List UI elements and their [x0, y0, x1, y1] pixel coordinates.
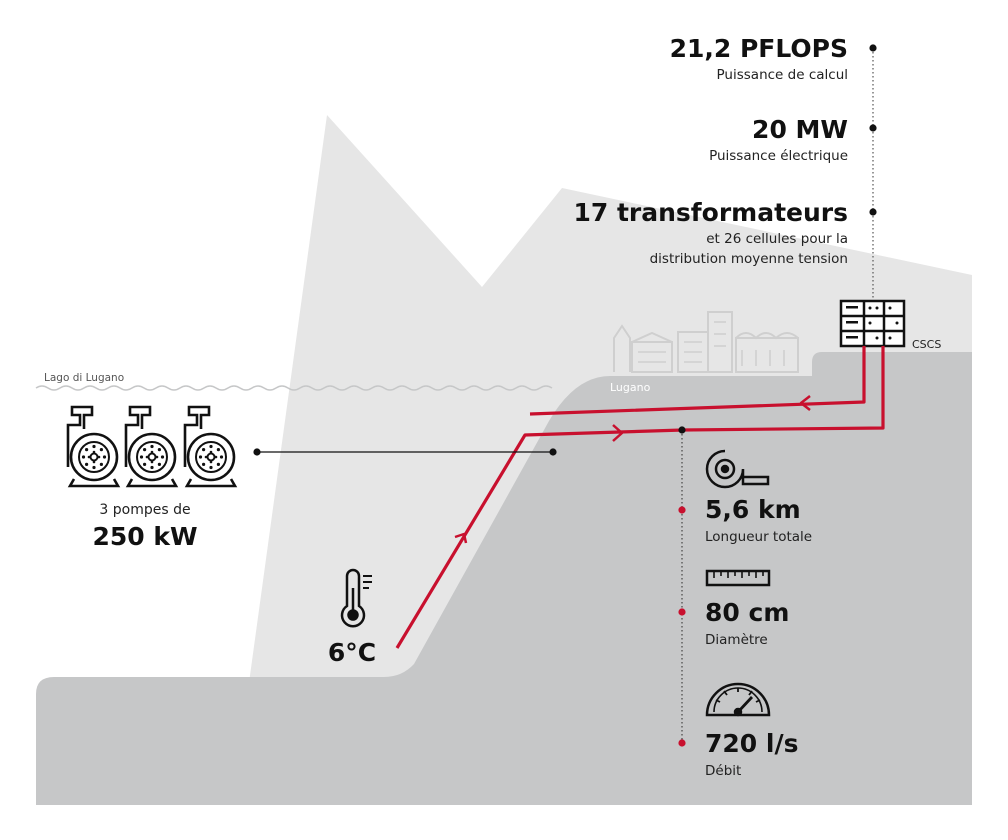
- pump-connector-start: [253, 448, 261, 456]
- town-label: Lugano: [610, 381, 651, 394]
- flow-arrow-right: [612, 424, 624, 442]
- pipe-dot-diameter: [678, 608, 686, 616]
- power-value: 21,2 PFLOPS: [670, 34, 848, 63]
- length-label: Longueur totale: [705, 529, 812, 545]
- pump-icon-2: [124, 405, 178, 488]
- server-rack-icon: [839, 299, 906, 348]
- pump-icon-3: [183, 405, 237, 488]
- power-label: Puissance de calcul: [717, 67, 848, 83]
- return-pipe: [529, 346, 866, 416]
- city-icon: [613, 311, 799, 373]
- flow-arrow-up: [454, 532, 468, 544]
- electric-value: 20 MW: [752, 115, 848, 144]
- stat-dot-electric: [869, 124, 877, 132]
- lake-surface: [35, 385, 553, 391]
- electric-label: Puissance électrique: [709, 148, 848, 164]
- length-value: 5,6 km: [705, 495, 801, 524]
- tape-measure-icon: [705, 449, 770, 489]
- stat-dot-power: [869, 44, 877, 52]
- transformers-label-line1: et 26 cellules pour la: [706, 231, 848, 247]
- water-temperature: 6°C: [328, 638, 376, 667]
- diameter-value: 80 cm: [705, 598, 789, 627]
- pumps-value: 250 kW: [92, 522, 197, 551]
- lake-label: Lago di Lugano: [44, 372, 124, 384]
- pipe-dot-flow: [678, 739, 686, 747]
- transformers-value: 17 transformateurs: [573, 198, 848, 227]
- thermometer-icon: [340, 568, 372, 628]
- pipe-stats-start: [678, 426, 686, 434]
- flow-value: 720 l/s: [705, 729, 798, 758]
- pipe-dot-length: [678, 506, 686, 514]
- flow-label: Débit: [705, 763, 741, 779]
- pump-connector-end: [549, 448, 557, 456]
- diameter-label: Diamètre: [705, 632, 768, 648]
- pump-icon-1: [66, 405, 120, 488]
- pumps-label: 3 pompes de: [99, 502, 190, 518]
- flow-arrow-left: [799, 395, 811, 411]
- gauge-icon: [705, 682, 771, 717]
- datacenter-label: CSCS: [912, 338, 941, 351]
- transformers-label-line2: distribution moyenne tension: [650, 251, 848, 267]
- ruler-icon: [705, 569, 771, 587]
- stat-dot-transformers: [869, 208, 877, 216]
